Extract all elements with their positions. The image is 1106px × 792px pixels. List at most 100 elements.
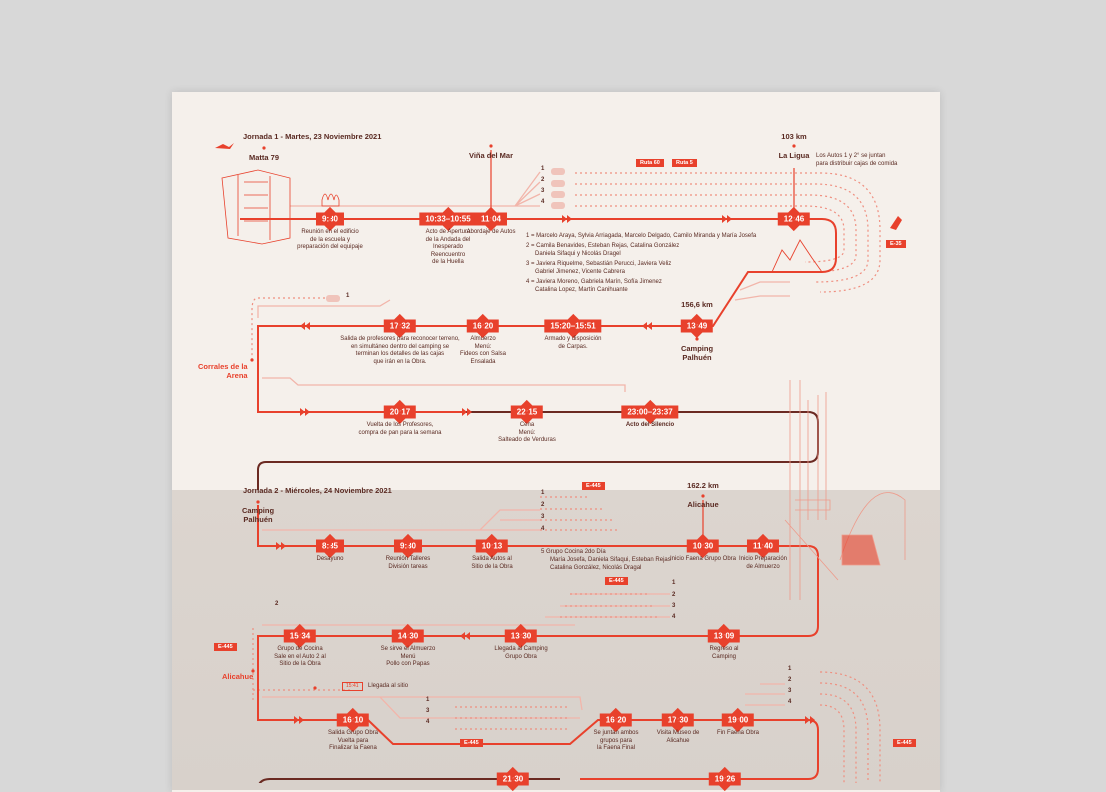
caption-line: Vuelta de los Profesores, — [366, 422, 434, 428]
caption-line: Inicio Preparación — [738, 556, 788, 562]
car-split-lines — [290, 171, 541, 207]
event-time-marker: 10:30 — [686, 539, 720, 553]
place-line: Camping — [241, 506, 275, 515]
building-illustration — [221, 169, 291, 245]
caption-line: que irán en la Obra. — [373, 358, 427, 365]
arrow-icon — [300, 322, 310, 330]
mountain-illustration — [771, 239, 823, 273]
place-line: Camping — [680, 344, 714, 353]
place-line: Corrales de la — [198, 362, 248, 371]
place-matta: Matta 79 — [248, 153, 280, 162]
caption-line: Inicio Faena Grupo Obra — [669, 556, 737, 562]
event-caption: Abordaje de Autos — [466, 229, 515, 237]
caption-line: Pollo con Papas — [386, 661, 430, 667]
arrow-icon — [562, 215, 572, 223]
ligua-distance: 103 km — [781, 132, 807, 141]
event-time-marker: 21:30 — [496, 772, 530, 786]
caption-line: de Carpas. — [558, 343, 588, 350]
arrival-label: Llegada al sitio — [368, 683, 409, 689]
car-number: 3 — [788, 688, 792, 694]
ligua-note: Los Autos 1 y 2° se juntan para distribu… — [816, 152, 897, 168]
group-line: 4 = Javiera Moreno, Gabriela Marín, Sofí… — [526, 279, 662, 285]
caption-line: Almuerzo — [470, 336, 496, 342]
event-caption: Inicio Faena Grupo Obra — [670, 556, 736, 564]
place-vina-del-mar: Viña del Mar — [468, 151, 514, 160]
route-tag-e445: E-445 — [605, 577, 628, 585]
caption-line: Abordaje de Autos — [466, 229, 516, 235]
car-number: 1 — [672, 580, 676, 586]
route-tag-e445: E-445 — [582, 482, 605, 490]
car-number: 3 — [426, 708, 430, 714]
alicahue-distance: 162.2 km — [687, 481, 719, 490]
route-tag-e445: E-445 — [893, 739, 916, 747]
car-number: 4 — [426, 719, 430, 725]
place-alicahue: Alicahue — [687, 500, 719, 509]
group-line: Gabriel Jimenez, Vicente Cabrera — [535, 269, 625, 275]
car-number: 2 — [541, 502, 545, 508]
group-line: 1 = Marcelo Araya, Sylvia Arriagada, Mar… — [526, 233, 757, 239]
event-caption: Fin Faena Obra — [717, 730, 759, 738]
arrival-time-box: 15:41 — [342, 682, 363, 691]
bird-icon — [215, 143, 234, 149]
caption-line: Acto de Apertura — [425, 229, 471, 235]
group-line: 2 = Camila Benavides, Esteban Rejas, Cat… — [526, 243, 680, 249]
event-caption: Acto del Silencio — [626, 422, 674, 430]
car-number: 4 — [672, 614, 676, 620]
route-tag-e445: E-445 — [460, 739, 483, 747]
car-number: 2 — [788, 677, 792, 683]
car-number: 3 — [541, 514, 545, 520]
caption-line: grupos para — [599, 737, 633, 744]
group-line: 3 = Javiera Riquelme, Sebastián Perucci,… — [526, 261, 672, 267]
caption-line: Menú: — [474, 343, 492, 350]
car-number: 1 — [346, 293, 350, 299]
night-route — [257, 411, 819, 783]
arrow-icon — [462, 408, 472, 416]
jornada-2-title: Jornada 2 - Miércoles, 24 Noviembre 2021 — [243, 486, 392, 495]
faint-route-back — [734, 281, 790, 301]
event-time-marker: 16:20 — [599, 713, 633, 727]
car-number: 1 — [426, 697, 430, 703]
group-line: 5 Grupo Cocina 2do Día — [541, 549, 606, 555]
caption-line: Reunión Talleres — [385, 556, 431, 562]
group-line: María Josefa, Daniela Sifaqui, Esteban R… — [550, 557, 671, 563]
arrow-icon — [642, 322, 652, 330]
event-time-marker: 12:46 — [777, 212, 811, 226]
event-time-marker: 20:17 — [383, 405, 417, 419]
caption-line: Inesperado — [432, 244, 464, 250]
caption-line: en simultáneo dentro del camping se — [350, 343, 450, 350]
event-time-marker: 15:20–15:51 — [544, 319, 602, 333]
note-line: Los Autos 1 y 2° se juntan — [816, 153, 886, 159]
group-line: Catalina Lopez, Martín Canihuante — [535, 287, 628, 293]
car-number: 1 — [541, 490, 545, 496]
place-line: Palhuén — [682, 353, 712, 362]
car-icon — [551, 168, 565, 175]
event-caption: Desayuno — [316, 556, 343, 564]
place-camping-palhuen: Camping Palhuén — [681, 344, 713, 362]
direction-arrows — [276, 215, 815, 724]
car-number: 3 — [672, 603, 676, 609]
event-time-marker: 14:30 — [391, 629, 425, 643]
car-number: 4 — [788, 699, 792, 705]
car-number: 2 — [275, 601, 279, 607]
car-icons — [326, 168, 565, 302]
caption-line: Salida Grupo Obra — [327, 730, 379, 736]
car-groups-list: 1 = Marcelo Araya, Sylvia Arriagada, Mar… — [526, 232, 756, 294]
plants-illustration — [321, 193, 340, 207]
arrow-icon — [722, 215, 732, 223]
caption-line: Camping — [711, 653, 737, 660]
event-time-marker: 8:35 — [315, 539, 345, 553]
arrow-icon — [294, 716, 304, 724]
place-la-ligua: La Ligua — [778, 151, 810, 160]
event-time-marker: 17:32 — [383, 319, 417, 333]
group-line: Catalina González, Nicolás Dragal — [550, 565, 642, 571]
event-time-marker: 23:00–23:37 — [621, 405, 679, 419]
event-time-marker: 22:15 — [510, 405, 544, 419]
